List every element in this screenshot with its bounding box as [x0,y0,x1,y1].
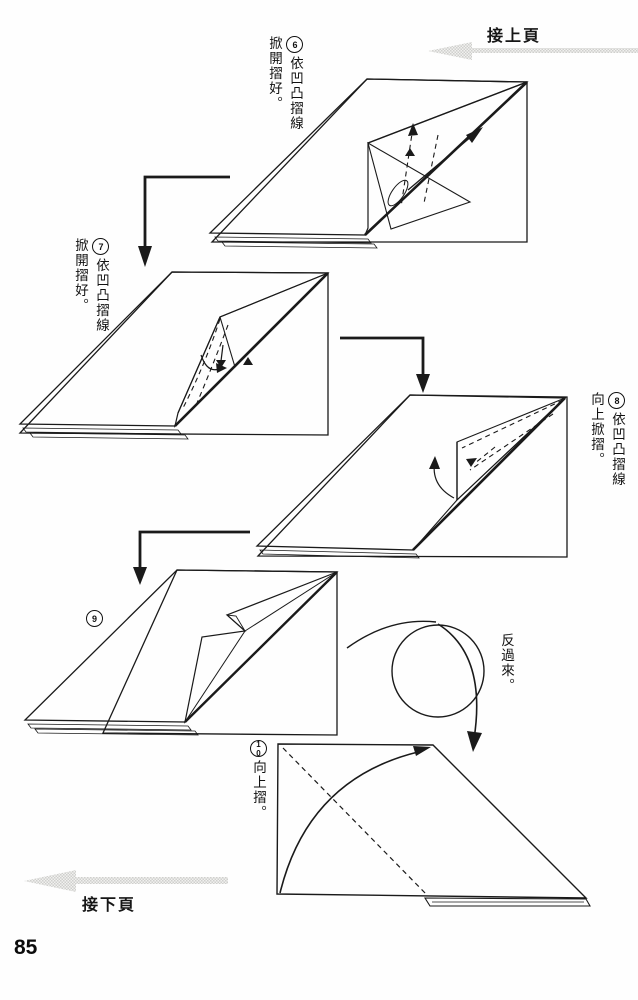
elbow-arrow-1 [138,175,230,267]
next-page-label: 接下頁 [82,897,137,914]
prev-page-label: 接上頁 [487,28,542,45]
step-7-line-1: 依凹凸摺線 [94,258,109,333]
step-6-line-1: 依凹凸摺線 [288,56,303,131]
diagram-step-9 [23,569,339,736]
turn-over-arrowhead [467,731,482,752]
triangle-marker [405,148,415,156]
diagram-step-8 [255,394,568,559]
elbow-arrow-3 [133,530,250,585]
step-10-caption-col-1: 10 向上摺。 [248,740,269,825]
elbow-arrow-2 [340,336,430,393]
step-10-line-1: 向上摺。 [251,760,266,820]
fold-arrowhead-right [216,363,227,373]
fold-arrowhead-down [216,360,226,368]
step-7-caption: 7 依凹凸摺線 掀開摺好。 [70,238,112,346]
prev-page-arrow-icon [428,42,638,60]
fold-arrowhead-up [429,456,440,469]
diagram-step-10 [276,743,591,907]
step-10-caption: 10 向上摺。 [248,740,269,825]
fold-arrowhead-small [466,458,477,467]
step-7-caption-col-2: 掀開摺好。 [70,238,91,346]
step-7-number: 7 [92,238,109,255]
step-7-line-2: 掀開摺好。 [73,238,88,313]
step-9-number: 9 [86,610,103,627]
step-8-caption-col-1: 8 依凹凸摺線 [607,392,628,500]
step-7-caption-col-1: 7 依凹凸摺線 [91,238,112,346]
step-6-line-2: 掀開摺好。 [267,36,282,111]
step-6-caption: 6 依凹凸摺線 掀開摺好。 [264,36,306,144]
step-8-line-2: 向上掀摺。 [589,392,604,467]
next-page-arrow-icon [24,870,228,892]
turn-over-arrow [346,620,485,752]
diagram-step-7 [18,271,330,440]
step-6-number: 6 [286,36,303,53]
step-6-caption-col-2: 掀開摺好。 [264,36,285,144]
flip-text: 反過來。 [499,633,514,693]
step-8-line-1: 依凹凸摺線 [610,412,625,487]
flip-annotation: 反過來。 [496,633,517,713]
step-8-caption-col-2: 向上掀摺。 [586,392,607,500]
step-8-number: 8 [608,392,625,409]
step-6-caption-col-1: 6 依凹凸摺線 [285,36,306,144]
diagram-step-6 [208,78,529,249]
step-10-number: 10 [250,740,267,758]
fold-arrowhead-upright [413,746,431,756]
step-8-caption: 8 依凹凸摺線 向上掀摺。 [586,392,628,500]
page-number: 85 [14,936,38,959]
fold-arrowhead-upright [466,127,483,143]
triangle-marker [243,357,253,365]
fold-arrowhead-up [408,123,418,136]
